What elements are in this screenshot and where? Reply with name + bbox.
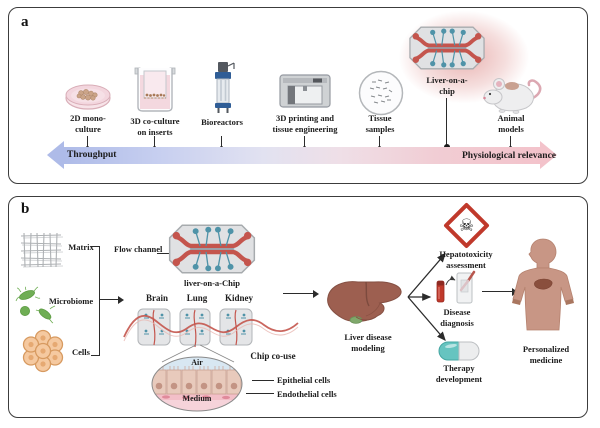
flow-channel-label: Flow channel bbox=[114, 244, 163, 254]
epithelial-pointer-line bbox=[252, 380, 274, 381]
item-label-3d-co-culture: 3D co-culture on inserts bbox=[130, 116, 180, 137]
tick-chip bbox=[446, 98, 448, 145]
printer-icon bbox=[279, 74, 331, 108]
tick-tissue bbox=[379, 136, 381, 147]
tick-bioreactors bbox=[221, 136, 223, 147]
item-label-tissue-samples: Tissue samples bbox=[365, 113, 395, 134]
personalized-medicine-caption: Personalized medicine bbox=[522, 344, 570, 365]
endothelial-pointer-line bbox=[246, 393, 274, 394]
bioreactor-icon bbox=[215, 62, 235, 113]
diagnosis-icon bbox=[436, 270, 476, 304]
item-label-2d-mono-culture: 2D mono-culture bbox=[70, 113, 106, 134]
organ-label-lung: Lung bbox=[186, 293, 208, 303]
hepatotoxicity-caption: Hepatotoxicity assessment bbox=[439, 249, 493, 270]
therapy-caption: Therapy development bbox=[435, 363, 483, 384]
axis-label-throughput: Throughput bbox=[67, 150, 117, 160]
cross-section-medium-label: Medium bbox=[182, 394, 212, 403]
panel-b: b bbox=[8, 196, 588, 418]
axis-arrowhead-left bbox=[47, 141, 64, 169]
organ-chips-icon bbox=[123, 308, 299, 348]
microbiome-icon bbox=[15, 286, 56, 324]
arrow-chips-to-liver bbox=[283, 288, 319, 299]
bracket-top-cap bbox=[91, 246, 99, 248]
liver-icon bbox=[327, 281, 402, 324]
tick-3d-co bbox=[154, 136, 156, 147]
endothelial-cells-label: Endothelial cells bbox=[277, 389, 337, 399]
diagnosis-caption: Disease diagnosis bbox=[440, 307, 474, 328]
axis-arrowhead-right bbox=[540, 141, 557, 169]
tick-2d-mono bbox=[87, 136, 89, 147]
epithelial-cells-label: Epithelial cells bbox=[277, 375, 331, 385]
cells-icon bbox=[22, 329, 64, 373]
axis-bar bbox=[64, 147, 540, 164]
panel-b-label: b bbox=[21, 201, 30, 217]
item-label-animal-models: Animal models bbox=[497, 113, 525, 134]
bracket-bottom-cap bbox=[91, 354, 99, 356]
input-label-microbiome: Microbiome bbox=[48, 296, 94, 306]
fan-arrows bbox=[407, 253, 446, 341]
cross-section-air-label: Air bbox=[191, 358, 203, 367]
tissue-samples-icon bbox=[358, 70, 404, 116]
cross-section-icon bbox=[151, 356, 243, 412]
chip-caption: liver-on-a-Chip bbox=[184, 278, 240, 288]
input-label-cells: Cells bbox=[72, 347, 90, 357]
bracket-vertical bbox=[98, 246, 100, 356]
mouse-icon bbox=[483, 78, 542, 114]
human-icon bbox=[512, 238, 574, 331]
item-label-3d-printing: 3D printing and tissue engineering bbox=[272, 113, 338, 134]
input-label-matrix: Matrix bbox=[68, 242, 94, 252]
item-label-liver-on-a-chip: Liver-on-a-chip bbox=[426, 75, 468, 96]
matrix-icon bbox=[20, 232, 64, 268]
liver-chip-icon bbox=[409, 26, 485, 70]
petri-dish-icon bbox=[65, 84, 111, 110]
organ-label-brain: Brain bbox=[145, 293, 169, 303]
skull-crossbones-icon: ☠ bbox=[458, 216, 475, 236]
organ-label-kidney: Kidney bbox=[224, 293, 254, 303]
liver-chip-b-icon bbox=[168, 224, 256, 274]
capsule-icon bbox=[438, 341, 480, 361]
tick-animal bbox=[510, 136, 512, 147]
chip-co-use-caption: Chip co-use bbox=[250, 351, 296, 361]
panel-a-label: a bbox=[21, 14, 29, 30]
liver-modeling-caption: Liver disease modeling bbox=[344, 332, 392, 353]
arrow-inputs-to-chip bbox=[100, 294, 124, 305]
tick-3d-printing bbox=[304, 136, 306, 147]
insert-well-icon bbox=[134, 67, 176, 112]
magnifier-lines bbox=[161, 344, 235, 363]
item-label-bioreactors: Bioreactors bbox=[201, 117, 243, 127]
axis-label-physiological-relevance: Physiological relevance bbox=[462, 151, 557, 161]
